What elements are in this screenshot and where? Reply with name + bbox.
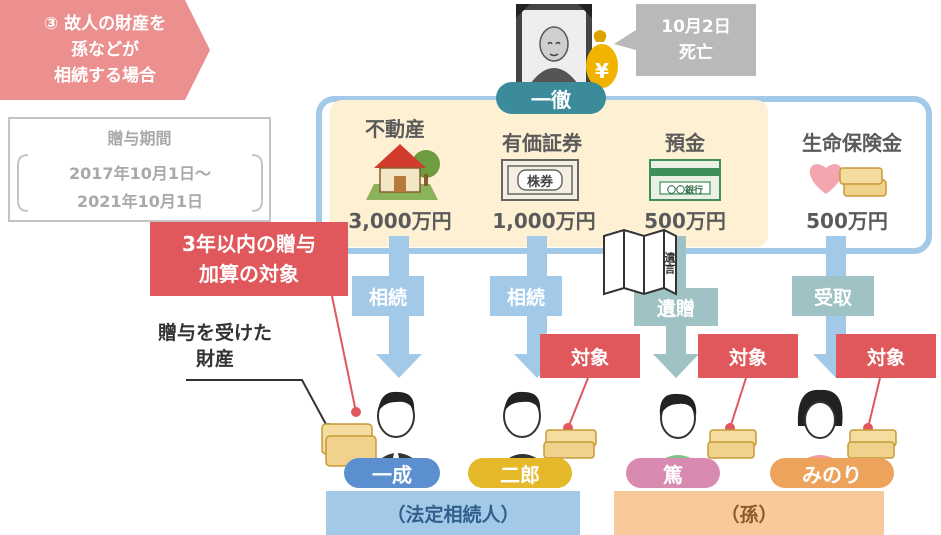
asset-value-life-insurance: 500万円 bbox=[806, 208, 888, 233]
target-label-jiro: 対象 bbox=[540, 334, 640, 378]
gift-period-end: 2021年10月1日 bbox=[77, 192, 203, 211]
target-label-atsushi: 対象 bbox=[698, 334, 798, 378]
heart-money-icon bbox=[809, 164, 887, 197]
deceased-portrait-icon bbox=[516, 4, 618, 88]
will-document-icon bbox=[603, 228, 677, 296]
heir-badge-atsushi: 篤 bbox=[626, 458, 720, 488]
bracket-decoration bbox=[17, 154, 263, 212]
bankbook-icon bbox=[649, 159, 721, 201]
yen-symbol: ¥ bbox=[595, 59, 609, 83]
gift-period-box bbox=[8, 117, 271, 222]
group-legal-heirs: （法定相続人） bbox=[326, 491, 580, 535]
asset-value-deposit: 500万円 bbox=[644, 208, 726, 233]
flow-label-receive: 受取 bbox=[792, 276, 874, 316]
bankbook-icon-label: 〇〇銀行 bbox=[666, 185, 703, 196]
house-icon bbox=[366, 144, 440, 200]
callout-gift-addition: 3年以内の贈与 加算の対象 bbox=[150, 222, 348, 296]
heir-badge-minori: みのり bbox=[770, 458, 894, 488]
gift-period-start: 2017年10月1日〜 bbox=[69, 164, 211, 183]
asset-label-deposit: 預金 bbox=[665, 130, 705, 155]
asset-value-securities: 1,000万円 bbox=[492, 208, 596, 233]
flow-label-inherit-2: 相続 bbox=[490, 276, 562, 316]
will-label: 遺言 bbox=[663, 252, 676, 274]
death-note-pointer bbox=[614, 30, 636, 50]
case-banner: ③ 故人の財産を 孫などが 相続する場合 bbox=[0, 0, 210, 100]
deceased-name-badge: 一徹 bbox=[496, 82, 606, 114]
target-label-minori: 対象 bbox=[836, 334, 936, 378]
stock-icon-label: 株券 bbox=[526, 174, 553, 190]
heir-badge-issei: 一成 bbox=[344, 458, 440, 488]
asset-label-securities: 有価証券 bbox=[502, 130, 582, 155]
gift-period-title: 贈与期間 bbox=[107, 129, 172, 148]
gift-property-label: 贈与を受けた 財産 bbox=[157, 322, 272, 370]
asset-label-life-insurance: 生命保険金 bbox=[802, 130, 902, 155]
heir-badge-jiro: 二郎 bbox=[468, 458, 572, 488]
asset-value-real-estate: 3,000万円 bbox=[348, 208, 452, 233]
group-grandchildren: （孫） bbox=[614, 491, 884, 535]
asset-label-real-estate: 不動産 bbox=[365, 116, 425, 141]
flow-label-inherit-1: 相続 bbox=[352, 276, 424, 316]
death-note: 10月2日 死亡 bbox=[636, 4, 756, 76]
stock-certificate-icon bbox=[501, 159, 579, 201]
